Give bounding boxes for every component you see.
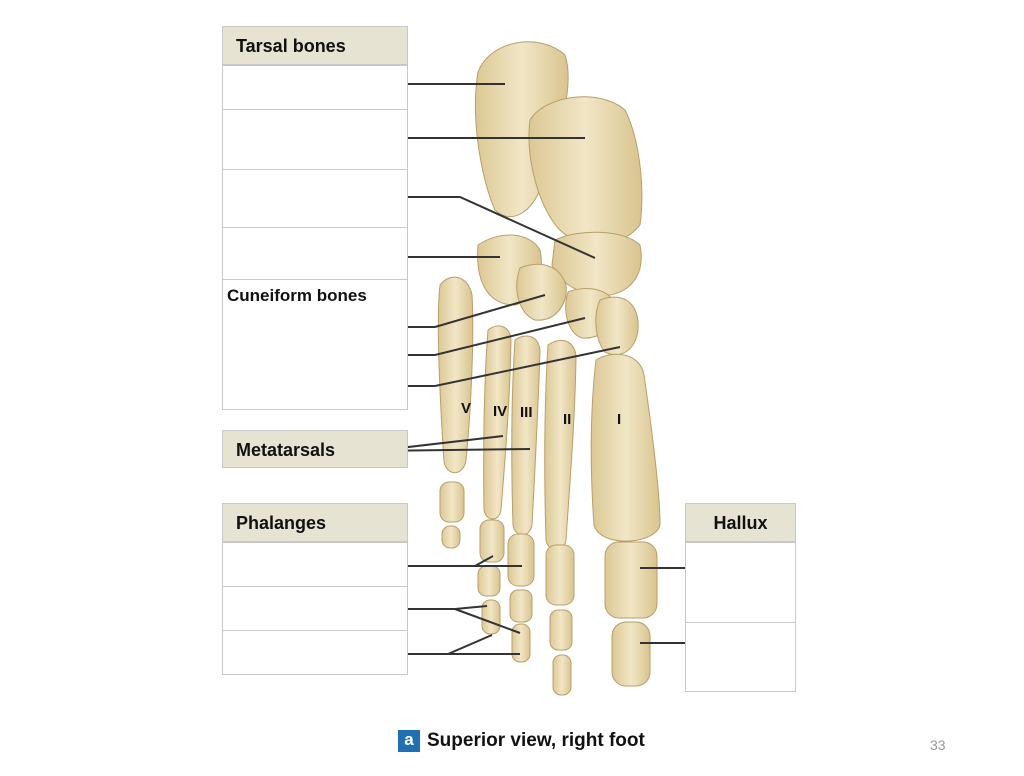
phalanges-blank-1[interactable] xyxy=(223,542,407,587)
phalanx-iii-distal xyxy=(511,623,531,663)
caption-text: Superior view, right foot xyxy=(427,730,645,751)
phalanx-ii-distal xyxy=(552,654,572,696)
phalanx-v-proximal xyxy=(439,481,465,523)
hallux-title: Hallux xyxy=(686,504,795,542)
metatarsal-iv xyxy=(483,325,512,520)
digit-label-iii: III xyxy=(520,404,533,421)
phalanx-iv-middle xyxy=(477,565,501,597)
digit-label-iv: IV xyxy=(493,403,508,420)
metatarsal-v xyxy=(437,276,474,474)
phalanges-group xyxy=(439,481,658,696)
hallux-proximal-phalanx xyxy=(604,541,658,619)
hallux-box: Hallux xyxy=(685,503,796,692)
tarsal-bones-title: Tarsal bones xyxy=(223,27,407,65)
phalanges-blank-2[interactable] xyxy=(223,586,407,631)
metatarsal-iii xyxy=(511,335,541,536)
digit-label-v: V xyxy=(461,400,472,417)
phalanges-title: Phalanges xyxy=(223,504,407,542)
metatarsal-ii xyxy=(544,339,577,551)
hallux-distal-phalanx xyxy=(611,621,651,687)
metatarsal-i xyxy=(590,353,661,542)
hallux-blank-1[interactable] xyxy=(686,542,795,623)
tarsal-blank-4[interactable] xyxy=(223,227,407,280)
cuneiform-bones-label: Cuneiform bones xyxy=(227,286,367,305)
tarsal-blank-2[interactable] xyxy=(223,109,407,170)
phalanges-box: Phalanges xyxy=(222,503,408,675)
tarsal-bones-group xyxy=(474,41,643,356)
phalanx-v-distal xyxy=(441,525,461,549)
caption-badge: a xyxy=(398,730,420,752)
tarsal-bones-box: Tarsal bones Cuneiform bones xyxy=(222,26,408,410)
phalanx-ii-proximal xyxy=(545,544,575,606)
digit-label-ii: II xyxy=(563,411,572,428)
hallux-blank-2[interactable] xyxy=(686,622,795,691)
medial-cuneiform-bone xyxy=(595,296,639,356)
phalanges-blank-3[interactable] xyxy=(223,630,407,674)
phalanx-iii-proximal xyxy=(507,533,535,587)
metatarsals-title: Metatarsals xyxy=(223,431,407,467)
metatarsals-box: Metatarsals xyxy=(222,430,408,468)
talus-bone xyxy=(528,96,643,245)
phalanx-iv-distal xyxy=(481,599,501,635)
digit-label-i: I xyxy=(617,411,622,428)
figure-caption: a Superior view, right foot xyxy=(398,728,645,754)
lateral-cuneiform-bone xyxy=(516,263,567,321)
tarsal-blank-1[interactable] xyxy=(223,65,407,110)
phalanx-iv-proximal xyxy=(479,519,505,563)
cuneiform-blank-area[interactable] xyxy=(223,279,407,409)
phalanx-iii-middle xyxy=(509,589,533,623)
page-number: 33 xyxy=(930,737,946,753)
phalanx-ii-middle xyxy=(549,609,573,651)
tarsal-blank-3[interactable] xyxy=(223,169,407,228)
